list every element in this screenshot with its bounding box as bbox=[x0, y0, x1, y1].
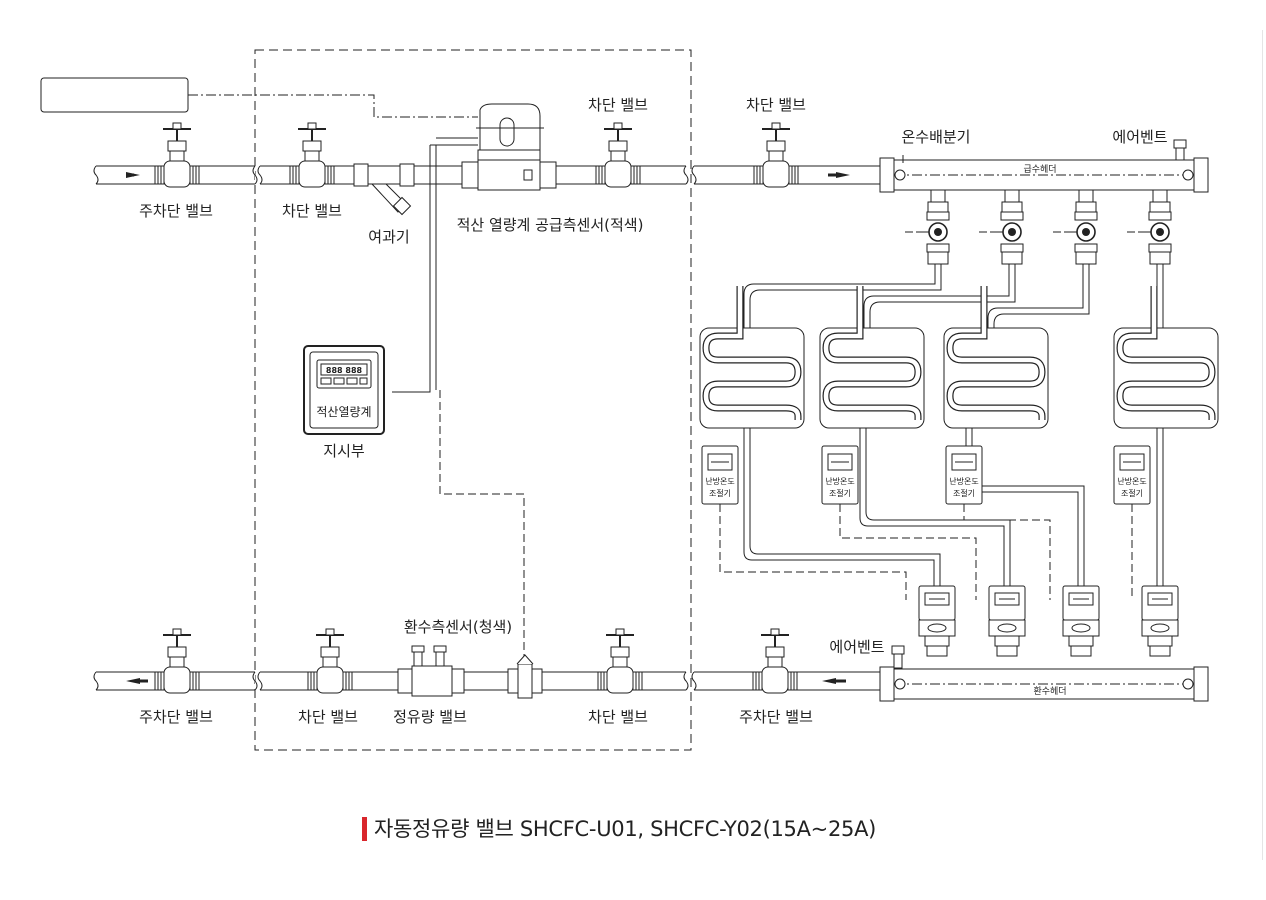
shutoff-valve-supply-1 bbox=[289, 122, 335, 188]
label-supply-sensor: 적산 열량계 공급측센서(적색) bbox=[457, 216, 644, 234]
floor-heating-coil-3 bbox=[944, 286, 1048, 428]
return-sensor-cable bbox=[439, 390, 525, 660]
label-main-valve-return-right: 주차단 밸브 bbox=[739, 708, 813, 726]
thermostat-label: 조절기 bbox=[709, 489, 731, 498]
air-vent-icon bbox=[1173, 139, 1187, 161]
shutoff-valve-supply-2 bbox=[595, 122, 641, 188]
sensor-cable bbox=[392, 145, 431, 393]
label-air-vent-bottom: 에어벤트 bbox=[829, 638, 884, 656]
thermostat-label: 난방온도 bbox=[705, 476, 734, 486]
return-header bbox=[879, 666, 1209, 702]
meter-digit-display: 888 888 bbox=[326, 366, 363, 375]
label-shutoff-r2: 차단 밸브 bbox=[588, 708, 648, 726]
label-indicator: 지시부 bbox=[323, 442, 365, 460]
return-sensor bbox=[507, 654, 543, 699]
thermostat-label: 난방온도 bbox=[949, 476, 978, 486]
supply-port-1 bbox=[917, 189, 950, 265]
label-strainer: 여과기 bbox=[368, 228, 409, 246]
page-edge-divider bbox=[1262, 30, 1263, 860]
zone-actuator-4 bbox=[1141, 585, 1179, 657]
supply-port-4 bbox=[1139, 189, 1172, 265]
thermostat-label: 난방온도 bbox=[825, 476, 854, 486]
supply-header-label: 급수헤더 bbox=[1023, 163, 1056, 175]
strainer-icon bbox=[353, 163, 415, 216]
constant-flow-valve bbox=[397, 645, 465, 697]
label-shutoff-r1: 차단 밸브 bbox=[298, 708, 358, 726]
label-shutoff-1: 차단 밸브 bbox=[282, 202, 342, 220]
meter-name-label: 적산열량계 bbox=[316, 405, 371, 419]
main-shutoff-valve-supply bbox=[154, 122, 200, 188]
air-vent-icon bbox=[891, 645, 905, 669]
main-shutoff-valve-return-right bbox=[752, 628, 798, 694]
label-return-sensor: 환수측센서(청색) bbox=[404, 618, 512, 636]
label-air-vent-top: 에어벤트 bbox=[1112, 128, 1167, 146]
supply-port-2 bbox=[991, 189, 1024, 265]
label-distributor: 온수배분기 bbox=[901, 128, 970, 146]
caption-accent-bar bbox=[362, 817, 367, 841]
label-shutoff-3: 차단 밸브 bbox=[746, 96, 806, 114]
zone-actuator-1 bbox=[918, 585, 956, 657]
thermostat-label: 조절기 bbox=[829, 489, 851, 498]
main-shutoff-valve-return-left bbox=[154, 628, 200, 694]
heat-meter-indicator bbox=[303, 345, 385, 435]
figure-caption: 자동정유량 밸브 SHCFC-U01, SHCFC-Y02(15A~25A) bbox=[374, 817, 877, 841]
signal-leader-line bbox=[188, 94, 478, 118]
blank-label-box bbox=[40, 77, 189, 113]
zone-actuator-2 bbox=[988, 585, 1026, 657]
supply-header bbox=[879, 157, 1209, 193]
floor-heating-coil-2 bbox=[820, 286, 924, 428]
shutoff-valve-return-1 bbox=[307, 628, 353, 694]
floor-heating-coil-1 bbox=[700, 286, 804, 428]
supply-sensor-body bbox=[461, 103, 557, 191]
thermostat-label: 조절기 bbox=[1121, 489, 1143, 498]
meter-zone-boundary bbox=[254, 49, 692, 751]
return-header-label: 환수헤더 bbox=[1033, 685, 1066, 697]
label-flow-valve: 정유량 밸브 bbox=[393, 708, 467, 726]
thermostat-label: 조절기 bbox=[953, 489, 975, 498]
label-shutoff-2: 차단 밸브 bbox=[588, 96, 648, 114]
floor-heating-coil-4 bbox=[1114, 286, 1218, 428]
shutoff-valve-return-2 bbox=[597, 628, 643, 694]
zone-actuator-3 bbox=[1062, 585, 1100, 657]
label-main-valve-supply: 주차단 밸브 bbox=[139, 202, 213, 220]
shutoff-valve-supply-3 bbox=[753, 122, 799, 188]
supply-port-3 bbox=[1065, 189, 1098, 265]
label-main-valve-return-left: 주차단 밸브 bbox=[139, 708, 213, 726]
thermostat-label: 난방온도 bbox=[1117, 476, 1146, 486]
